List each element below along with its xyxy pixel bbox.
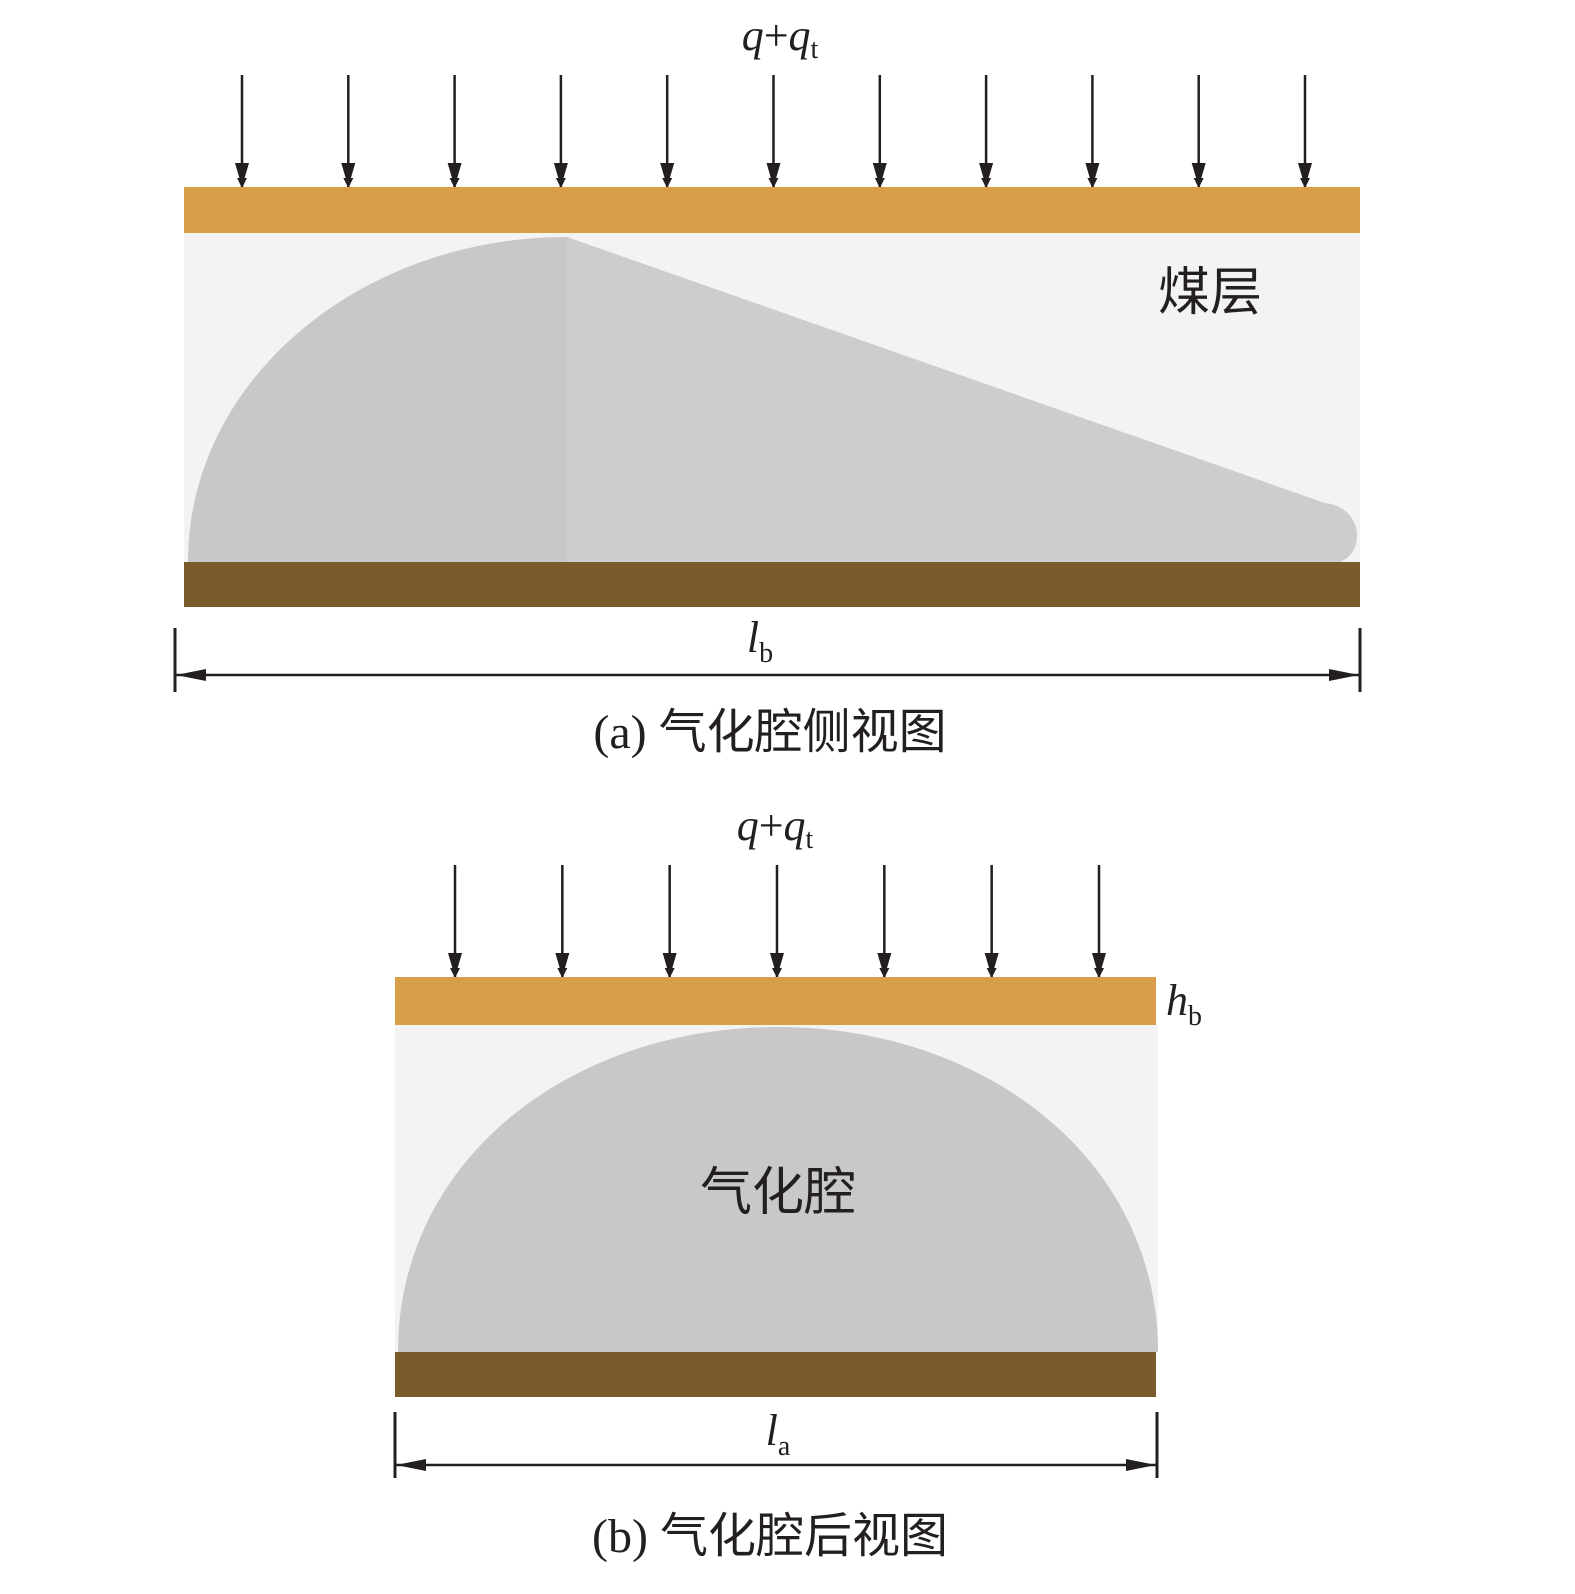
panel-b-back-view: q+qt hb 气化腔 la (b) 气化腔后视图 — [393, 801, 1202, 1563]
cavity-label: 气化腔 — [700, 1163, 856, 1223]
load-arrow-head — [1191, 163, 1206, 187]
load-arrow-head — [877, 953, 892, 977]
load-arrow-head — [770, 953, 784, 977]
load-arrows — [448, 865, 1106, 978]
length-label: lb — [747, 613, 773, 669]
floor-layer — [395, 1352, 1156, 1397]
load-arrow-head — [1298, 163, 1312, 187]
load-arrow-head — [235, 163, 249, 187]
panel-a-side-view: q+qt 煤层 lb (a) 气化腔侧视图 — [173, 11, 1362, 759]
load-arrow-head — [660, 163, 675, 187]
thickness-label: hb — [1166, 976, 1202, 1032]
cavity-tail — [567, 237, 1358, 562]
load-arrow-head — [1092, 953, 1106, 977]
load-arrows — [235, 75, 1312, 188]
caption-b: (b) 气化腔后视图 — [592, 1510, 948, 1563]
load-arrow-head — [872, 163, 887, 187]
load-arrow-head — [553, 163, 568, 187]
load-arrow-head — [448, 953, 462, 977]
roof-layer — [395, 977, 1156, 1025]
load-arrow-head — [984, 953, 999, 977]
length-label: la — [766, 1406, 791, 1462]
roof-layer — [184, 187, 1360, 233]
load-label: q+qt — [737, 801, 814, 855]
floor-layer — [184, 562, 1360, 607]
load-arrow-head — [555, 953, 570, 977]
cavity — [398, 1027, 1158, 1352]
coal-seam-label: 煤层 — [1158, 263, 1262, 323]
cavity-front — [188, 237, 567, 562]
load-arrow-head — [341, 163, 356, 187]
load-arrow-head — [1085, 163, 1100, 187]
load-arrow-head — [979, 163, 994, 187]
load-arrow-head — [766, 163, 781, 187]
load-label: q+qt — [742, 11, 819, 65]
load-arrow-head — [447, 163, 462, 187]
caption-a: (a) 气化腔侧视图 — [593, 706, 946, 759]
load-arrow-head — [662, 953, 677, 977]
